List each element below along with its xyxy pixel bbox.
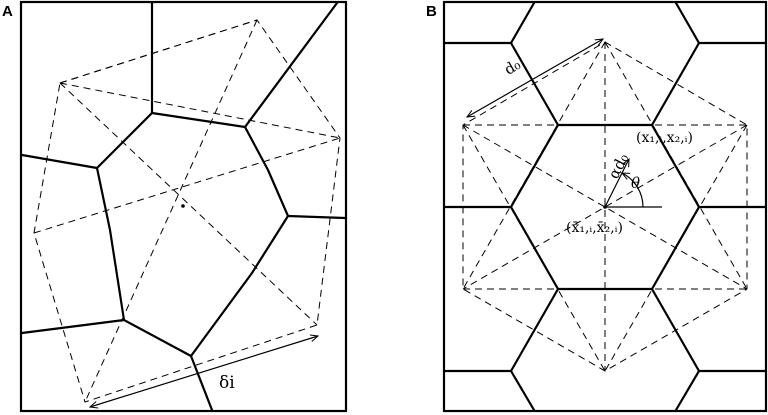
panel-a-central-cell xyxy=(95,111,290,358)
panel-b-d0-arrow xyxy=(467,39,603,117)
panel-b-center-label: (x̄₁,ᵢ,x̄₂,ᵢ) xyxy=(566,220,623,236)
panel-b-label: B xyxy=(426,3,437,20)
panel-b-frame xyxy=(442,0,768,413)
panel-b-theta-label: θ xyxy=(631,174,640,192)
panel-a-label: A xyxy=(2,3,13,20)
panel-b-theta-arc xyxy=(622,173,644,208)
panel-a-hull-dashed xyxy=(33,19,341,403)
panel-b-delaunay-edges xyxy=(462,41,748,372)
panel-a: A δi xyxy=(2,0,348,413)
panel-a-frame xyxy=(19,0,348,413)
panel-b: B xyxy=(426,0,768,413)
panel-b-alpha-d0-arrow xyxy=(604,159,629,208)
panel-b-d0-label: d₀ xyxy=(501,55,524,78)
panel-a-delta-arrow xyxy=(90,336,318,407)
panel-b-center-point xyxy=(603,205,607,209)
panel-b-point-label: (x₁,ᵢ,x₂,ᵢ) xyxy=(636,130,693,146)
panel-a-center-point xyxy=(181,204,185,208)
panel-a-delaunay-edges xyxy=(33,19,341,403)
panel-a-delta-label: δi xyxy=(219,373,235,393)
